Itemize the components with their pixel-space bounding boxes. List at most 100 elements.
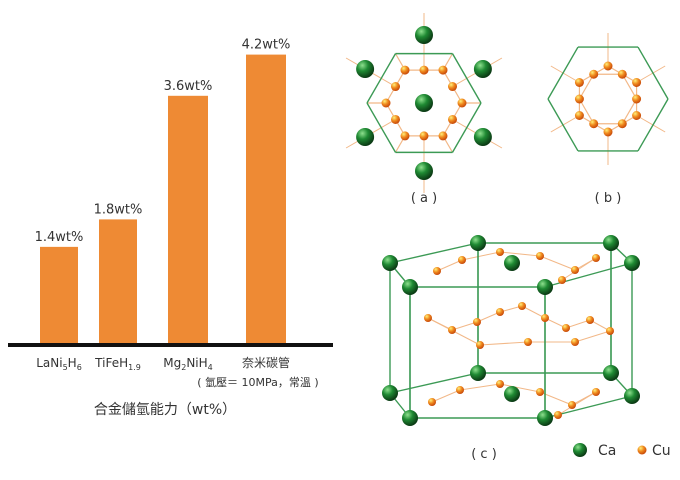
bond <box>476 311 501 323</box>
cu-atom <box>571 338 579 346</box>
cu-atom <box>476 341 484 349</box>
cu-atom <box>391 114 400 124</box>
bond <box>565 319 591 329</box>
bond <box>621 98 638 125</box>
cu-atom <box>574 78 584 87</box>
cu-atom <box>617 69 627 79</box>
legend-cu-label: Cu <box>652 443 671 459</box>
bar-group <box>40 54 286 343</box>
bar-1 <box>40 246 78 343</box>
cu-atom <box>603 61 613 71</box>
ca-atom <box>504 255 520 271</box>
ca-atom <box>356 60 375 78</box>
cu-atom <box>541 314 549 322</box>
diagram-b-label: ( b ) <box>595 191 622 206</box>
cu-atom <box>632 78 642 87</box>
ca-atom <box>624 255 640 271</box>
cu-atom <box>632 111 642 120</box>
cu-atom <box>400 65 410 75</box>
cu-atom <box>562 324 570 332</box>
cu-atom <box>589 119 599 129</box>
cu-atom <box>456 386 464 394</box>
cu-atom <box>458 256 466 264</box>
ca-atom <box>382 385 398 401</box>
cu-atom <box>536 252 544 260</box>
cu-atom <box>574 94 584 104</box>
data-label-3: 3.6wt% <box>164 79 213 94</box>
x-tick-label-4: 奈米碳管 <box>242 355 290 370</box>
ca-atom <box>537 279 553 295</box>
ca-atom <box>356 128 375 146</box>
bond <box>550 65 580 83</box>
ca-atom <box>470 235 486 251</box>
bond <box>636 115 666 133</box>
cu-atom <box>592 254 600 262</box>
bar-3 <box>168 95 208 343</box>
frame-edge <box>451 102 482 153</box>
ca-atom <box>537 410 553 426</box>
cu-atom <box>438 65 448 75</box>
legend-ca-marker <box>573 443 587 457</box>
bond <box>578 98 595 125</box>
pressure-condition-note: ( 氫壓＝ 10MPa，常溫 ) <box>197 375 318 389</box>
x-tick-label-1: LaNi5H6 <box>36 356 82 372</box>
diagram-a-hexagonal-layer <box>345 13 503 193</box>
cu-atom <box>419 65 429 75</box>
cu-atom <box>448 82 457 92</box>
bond <box>574 330 611 343</box>
cu-atom <box>558 276 566 284</box>
frame-edge <box>547 46 579 100</box>
diagram-a-label: ( a ) <box>411 191 437 206</box>
bond <box>499 383 541 393</box>
cu-atom <box>632 94 642 104</box>
cu-atom <box>536 388 544 396</box>
cu-atom <box>400 131 410 141</box>
data-label-4: 4.2wt% <box>242 38 291 53</box>
bond <box>521 305 546 319</box>
bond <box>461 251 501 261</box>
cu-atom <box>496 308 504 316</box>
x-tick-label-group: LaNi5H6 TiFeH1.9 Mg2NiH4 奈米碳管 <box>36 355 290 372</box>
x-tick-label-3: Mg2NiH4 <box>163 356 213 372</box>
ca-atom <box>603 365 619 381</box>
bond <box>436 259 463 272</box>
bond <box>636 65 666 83</box>
cu-atom <box>568 401 576 409</box>
ca-atom <box>382 255 398 271</box>
ca-atom <box>603 235 619 251</box>
bond <box>479 341 529 346</box>
diagram-c-label: ( c ) <box>471 447 497 462</box>
atom-legend: Ca Cu <box>573 443 671 459</box>
cu-atom <box>448 326 456 334</box>
cu-atom <box>496 380 504 388</box>
frame-edge <box>637 98 669 152</box>
bond <box>451 321 478 331</box>
data-label-group: 1.4wt%1.8wt%3.6wt%4.2wt% <box>35 38 291 245</box>
frame-edge <box>366 102 397 153</box>
cu-atom <box>574 111 584 120</box>
ca-atom <box>473 128 492 146</box>
bond <box>578 73 595 100</box>
ca-atom <box>415 162 433 180</box>
frame-edge <box>366 53 397 104</box>
bond <box>550 115 580 133</box>
bar-4 <box>246 54 286 343</box>
bond <box>539 255 576 271</box>
cu-atom <box>433 267 441 275</box>
cu-atom <box>448 114 457 124</box>
cu-atom <box>391 82 400 92</box>
cu-atom <box>438 131 448 141</box>
frame-edge <box>389 242 479 264</box>
cu-atom <box>571 266 579 274</box>
x-tick-label-2: TiFeH1.9 <box>94 356 141 372</box>
ca-atom <box>504 386 520 402</box>
frame-edge <box>637 46 669 100</box>
bond <box>431 389 461 403</box>
data-label-1: 1.4wt% <box>35 230 84 245</box>
frame-edge <box>544 262 633 288</box>
ca-atom <box>624 388 640 404</box>
diagram-c-cacu5-unit-cell <box>382 235 640 426</box>
frame-edge <box>451 53 482 104</box>
cu-atom <box>518 302 526 310</box>
